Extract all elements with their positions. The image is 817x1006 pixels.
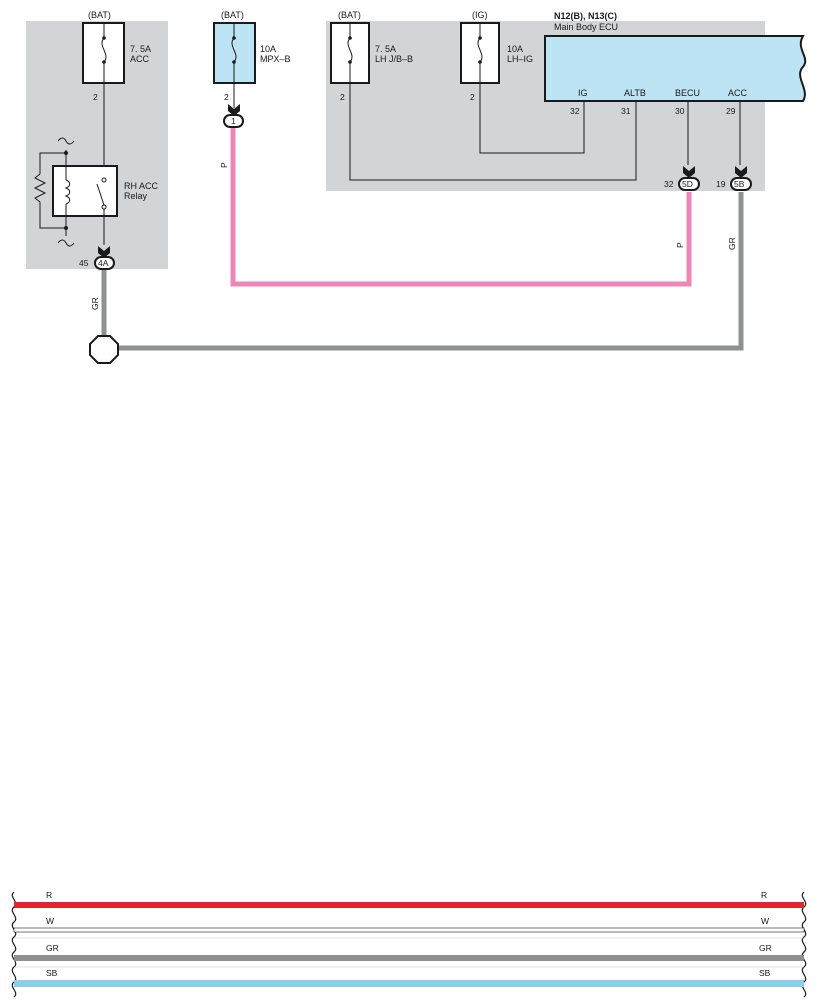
wire-pink <box>230 124 692 287</box>
ecu-pin-ig: 32 <box>570 106 580 116</box>
main-body-ecu: N12(B), N13(C) Main Body ECU IG ALTB BEC… <box>544 11 807 116</box>
fuse-lhjbb-rating: 7. 5A <box>375 44 396 54</box>
connector-5b: 5B 19 <box>716 166 752 191</box>
fuse-acc-source: (BAT) <box>88 10 111 20</box>
wire-label-p-right: P <box>675 242 685 248</box>
legend-label-w-left: W <box>46 916 54 926</box>
legend-label-r-right: R <box>761 890 767 900</box>
fuse-lhig-rating: 10A <box>507 44 523 54</box>
ecu-pin-becu: 30 <box>675 106 685 116</box>
connector-1: 1 <box>223 104 244 128</box>
fuse-mpxb-pin: 2 <box>224 92 229 102</box>
fuse-mpxb-source: (BAT) <box>221 10 244 20</box>
fuse-mpxb-rating: 10A <box>260 44 276 54</box>
wire-label-gr-right: GR <box>727 237 737 250</box>
legend-label-sb-left: SB <box>46 968 58 978</box>
legend-label-r-left: R <box>46 890 52 900</box>
fuse-mpxb-name: MPX–B <box>260 54 291 64</box>
fuse-mpxb: (BAT) 10A MPX–B 2 <box>213 10 291 102</box>
fuse-lhjbb-source: (BAT) <box>338 10 361 20</box>
ecu-name: Main Body ECU <box>554 22 618 32</box>
connector-5d-id: 5D <box>682 179 693 189</box>
relay-name-line2: Relay <box>124 191 148 201</box>
legend-label-sb-right: SB <box>759 968 771 978</box>
connector-5b-pin: 19 <box>716 179 726 189</box>
legend-band-gr <box>14 955 804 961</box>
fuse-acc-pin: 2 <box>93 92 98 102</box>
fuse-lhig-source: (IG) <box>472 10 488 20</box>
legend-band-w <box>13 927 805 933</box>
ecu-code: N12(B), N13(C) <box>554 11 617 21</box>
ecu-terminal-acc: ACC <box>728 88 748 98</box>
fuse-lhig-name: LH–IG <box>507 54 533 64</box>
splice-point <box>89 335 119 364</box>
legend-band-sb <box>14 980 804 987</box>
fuse-acc-name: ACC <box>130 54 150 64</box>
rh-acc-relay: RH ACC Relay <box>33 83 159 247</box>
connector-5b-id: 5B <box>734 179 745 189</box>
legend-label-gr-right: GR <box>759 943 772 953</box>
connector-1-id: 1 <box>231 116 236 126</box>
ecu-pin-altb: 31 <box>621 106 631 116</box>
harness-wires <box>101 124 744 351</box>
legend-label-w-right: W <box>761 916 769 926</box>
wire-label-gr-left: GR <box>90 297 100 310</box>
relay-name-line1: RH ACC <box>124 181 159 191</box>
wire-gray-right <box>118 192 744 351</box>
legend-label-gr-left: GR <box>46 943 59 953</box>
connector-4a: 4A 45 <box>79 246 115 270</box>
connector-5d: 5D 32 <box>664 166 700 191</box>
legend-band-r <box>14 902 804 908</box>
wire-label-p-left: P <box>219 162 229 168</box>
connector-4a-id: 4A <box>98 258 109 268</box>
wire-color-legend: R R W W GR GR SB SB <box>11 890 807 998</box>
ecu-terminal-altb: ALTB <box>624 88 646 98</box>
fuse-lhig-pin: 2 <box>470 92 475 102</box>
ecu-pin-acc: 29 <box>726 106 736 116</box>
connector-5d-pin: 32 <box>664 179 674 189</box>
fuse-acc: (BAT) 7. 5A ACC 2 <box>82 10 151 102</box>
ecu-terminal-ig: IG <box>578 88 588 98</box>
fuse-lhjbb-pin: 2 <box>340 92 345 102</box>
fuse-lhjbb-name: LH J/B–B <box>375 54 413 64</box>
ecu-terminal-becu: BECU <box>675 88 700 98</box>
internal-wires <box>233 83 741 181</box>
connector-4a-pin: 45 <box>79 258 89 268</box>
fuse-acc-rating: 7. 5A <box>130 44 151 54</box>
